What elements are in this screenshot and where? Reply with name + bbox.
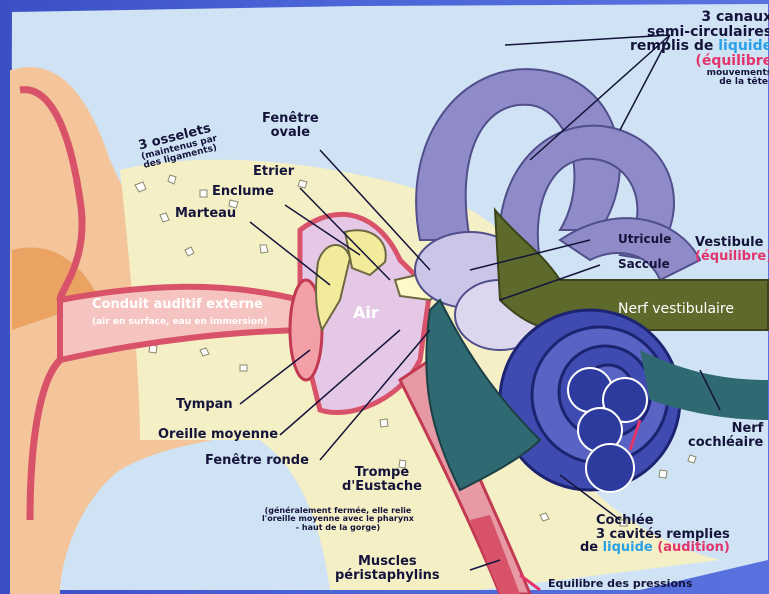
label-fenetre-ronde: Fenêtre ronde [205, 454, 309, 468]
label-muscles: Muscles péristaphylins [335, 555, 440, 582]
label-nerf-vestibulaire: Nerf vestibulaire [618, 302, 734, 317]
label-trompe: Trompe d'Eustache [342, 466, 422, 493]
label-trompe-note: (généralement fermée, elle relie l'oreil… [262, 507, 414, 532]
label-enclume: Enclume [212, 185, 274, 199]
label-utricule: Utricule [618, 233, 671, 246]
label-equilibre-pressions: Equilibre des pressions [548, 578, 692, 590]
label-conduit-note: (air en surface, eau en immersion) [92, 318, 268, 327]
label-conduit: Conduit auditif externe [92, 298, 263, 312]
label-vestibule: Vestibule (équilibre) [695, 236, 769, 263]
label-nerf-cochleaire: Nerf cochléaire [688, 422, 763, 449]
label-cochlee: Cochlée 3 cavités remplies de liquide (a… [580, 514, 730, 555]
label-air: Air [353, 305, 379, 322]
label-fenetre-ovale: Fenêtre ovale [262, 112, 319, 139]
label-etrier: Etrier [253, 165, 294, 179]
label-saccule: Saccule [618, 258, 670, 271]
label-canaux: 3 canaux semi-circulaires remplis de liq… [630, 10, 769, 88]
label-oreille-moyenne: Oreille moyenne [158, 428, 278, 442]
label-marteau: Marteau [175, 207, 236, 221]
label-tympan: Tympan [176, 398, 233, 412]
